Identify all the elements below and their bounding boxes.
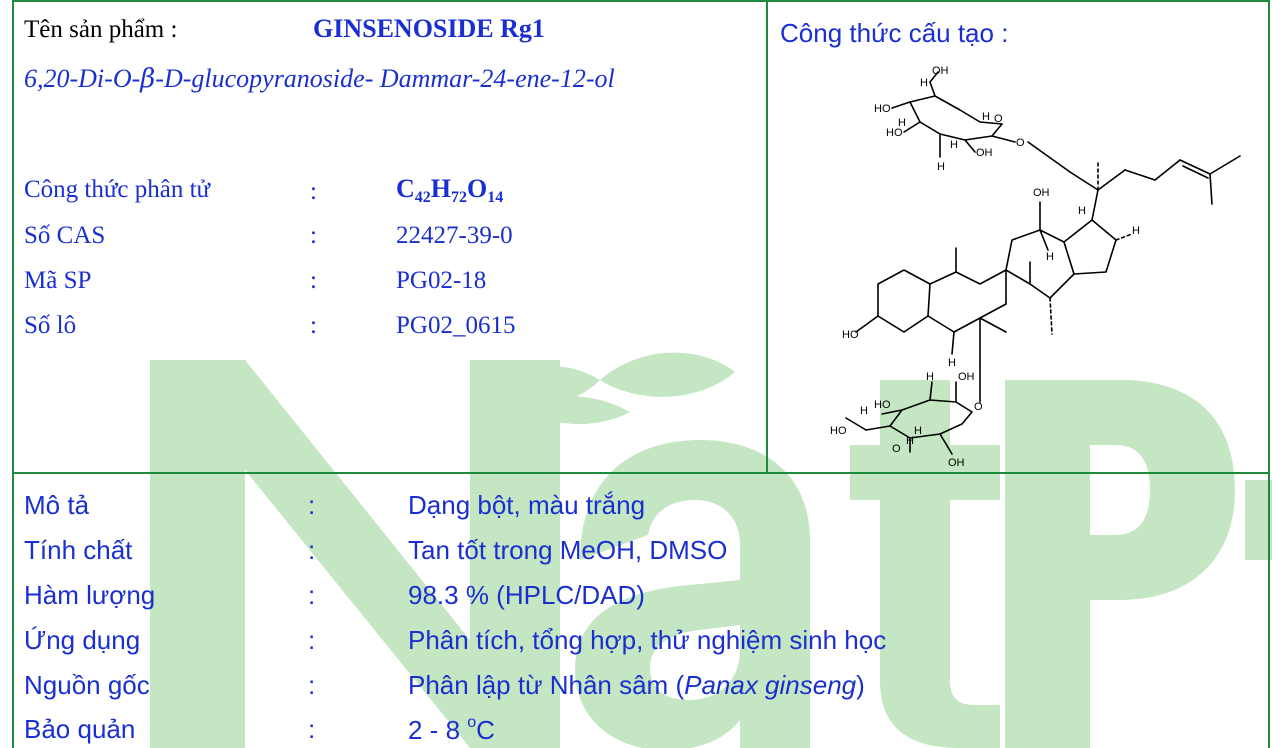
detail-label-description: Mô tả — [24, 490, 90, 520]
svg-text:H: H — [1132, 225, 1140, 237]
iupac-name: 6,20-Di-O-β-D-glucopyranoside- Dammar-24… — [24, 64, 615, 94]
detail-colon: : — [308, 490, 316, 520]
spec-label-formula: Công thức phân tử — [24, 176, 211, 203]
frame-mid-horizontal — [12, 472, 1270, 474]
svg-text:HO: HO — [886, 127, 903, 139]
detail-label-application: Ứng dụng — [24, 625, 141, 655]
svg-text:OH: OH — [932, 65, 949, 77]
spec-colon: : — [310, 267, 317, 294]
svg-text:H: H — [926, 371, 934, 383]
svg-text:H: H — [920, 77, 928, 89]
detail-description: Dạng bột, màu trắng — [408, 490, 646, 520]
svg-text:H: H — [1078, 205, 1086, 217]
detail-storage: 2 - 8 oC — [408, 714, 495, 745]
svg-text:O: O — [994, 113, 1003, 125]
svg-text:H: H — [906, 435, 914, 447]
detail-application: Phân tích, tổng hợp, thử nghiệm sinh học — [408, 625, 887, 655]
product-name-label: Tên sản phẩm : — [24, 16, 178, 43]
detail-colon: : — [308, 625, 316, 655]
svg-text:O: O — [892, 443, 901, 455]
detail-label-properties: Tính chất — [24, 535, 133, 565]
svg-text:OH: OH — [948, 457, 965, 469]
detail-colon: : — [308, 670, 316, 700]
product-code: PG02-18 — [396, 267, 487, 294]
detail-label-source: Nguồn gốc — [24, 670, 150, 700]
svg-text:OH: OH — [1033, 187, 1050, 199]
svg-text:H: H — [1046, 251, 1054, 263]
detail-purity: 98.3 % (HPLC/DAD) — [408, 580, 645, 610]
svg-text:O: O — [1016, 137, 1025, 149]
svg-text:HO: HO — [874, 103, 891, 115]
svg-text:O: O — [974, 401, 983, 413]
svg-text:H: H — [860, 405, 868, 417]
chemical-structure: OH H HO HO H H OH H O O H OH H H H HO H … — [830, 65, 1241, 469]
spec-label-lot: Số lô — [24, 312, 77, 339]
frame-mid-vertical — [766, 0, 768, 473]
spec-colon: : — [310, 312, 317, 339]
product-name: GINSENOSIDE Rg1 — [313, 14, 545, 43]
spec-colon: : — [310, 222, 317, 249]
spec-label-cas: Số CAS — [24, 222, 106, 249]
molecular-formula: C42H72O14 — [396, 174, 504, 206]
cas-number: 22427-39-0 — [396, 222, 513, 249]
detail-label-storage: Bảo quản — [24, 714, 136, 744]
detail-source: Phân lập từ Nhân sâm (Panax ginseng) — [408, 670, 865, 700]
svg-text:HO: HO — [842, 329, 859, 341]
spec-colon: : — [310, 178, 317, 205]
svg-text:OH: OH — [958, 371, 975, 383]
frame-top — [12, 0, 1270, 2]
svg-text:H: H — [937, 161, 945, 173]
lot-number: PG02_0615 — [396, 312, 516, 339]
svg-text:H: H — [948, 357, 956, 369]
frame-right — [1268, 0, 1270, 748]
svg-text:H: H — [950, 139, 958, 151]
svg-text:HO: HO — [830, 425, 847, 437]
svg-text:HO: HO — [874, 399, 891, 411]
svg-text:H: H — [898, 117, 906, 129]
detail-colon: : — [308, 580, 316, 610]
detail-properties: Tan tốt trong MeOH, DMSO — [408, 535, 728, 565]
detail-colon: : — [308, 714, 316, 744]
svg-text:OH: OH — [976, 147, 993, 159]
structure-title: Công thức cấu tạo : — [780, 18, 1009, 48]
svg-text:H: H — [982, 111, 990, 123]
detail-label-purity: Hàm lượng — [24, 580, 156, 610]
frame-left — [12, 0, 14, 748]
detail-colon: : — [308, 535, 316, 565]
spec-label-product-code: Mã SP — [24, 267, 92, 294]
svg-text:H: H — [914, 425, 922, 437]
